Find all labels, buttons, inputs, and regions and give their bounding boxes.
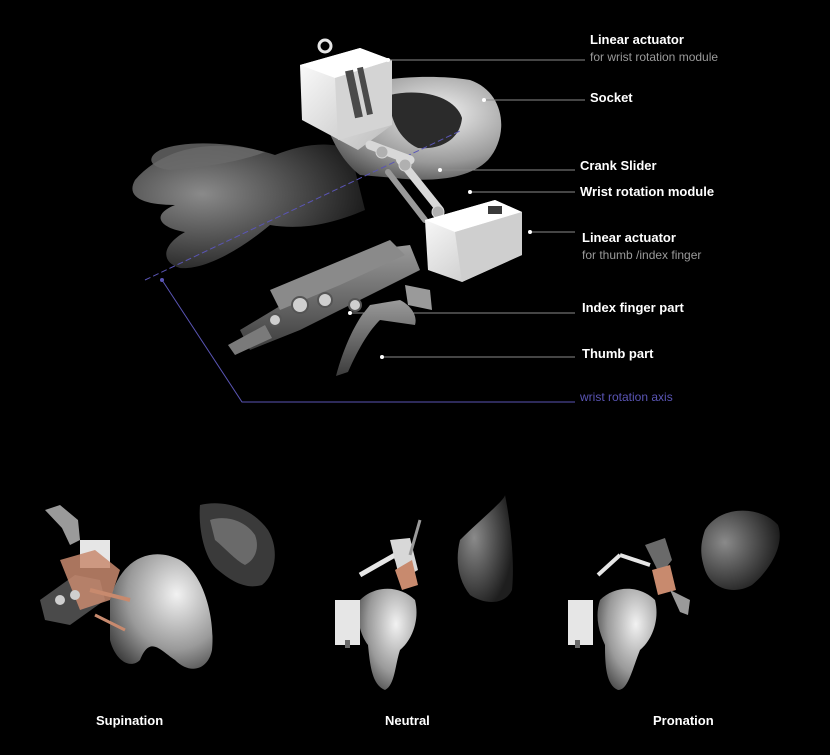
caption-supination: Supination [96,713,164,728]
thumb-shape [336,300,416,376]
residual-limb-shape [132,144,365,269]
label-index-finger-title: Index finger part [582,300,684,315]
caption-pronation: Pronation [653,713,714,728]
label-crank-slider-title: Crank Slider [580,158,657,173]
label-thumb: Thumb part [582,346,654,361]
label-rotation-axis: wrist rotation axis [580,390,673,404]
pose-neutral-illustration [335,495,513,690]
label-wrist-module-title: Wrist rotation module [580,184,715,199]
residual-limb-finger [151,143,265,170]
label-thumb-title: Thumb part [582,346,654,361]
leader-lines [160,58,585,403]
label-wrist-actuator-sub: for wrist rotation module [590,50,719,64]
index-finger-shape [228,240,420,355]
main-assembly [132,38,585,403]
label-wrist-module: Wrist rotation module [580,184,714,199]
pose-pronation-illustration [568,510,780,690]
thumb-joint [405,285,432,310]
label-wrist-actuator-title: Linear actuator [590,32,684,47]
caption-neutral: Neutral [385,713,430,728]
wrist-actuator-shape [300,38,392,150]
label-crank-slider: Crank Slider [580,158,657,173]
label-thumb-actuator-sub: for thumb /index finger [582,248,702,262]
thumb-actuator-shape [425,200,522,282]
label-wrist-actuator: Linear actuator for wrist rotation modul… [590,32,718,64]
socket-rim [389,92,462,149]
pose-supination-illustration [40,503,275,669]
label-index-finger: Index finger part [582,300,684,315]
label-socket: Socket [590,90,633,105]
label-thumb-actuator: Linear actuator for thumb /index finger [582,230,701,262]
label-thumb-actuator-title: Linear actuator [582,230,676,245]
label-socket-title: Socket [590,90,633,105]
crank-slider-shape [365,140,445,223]
